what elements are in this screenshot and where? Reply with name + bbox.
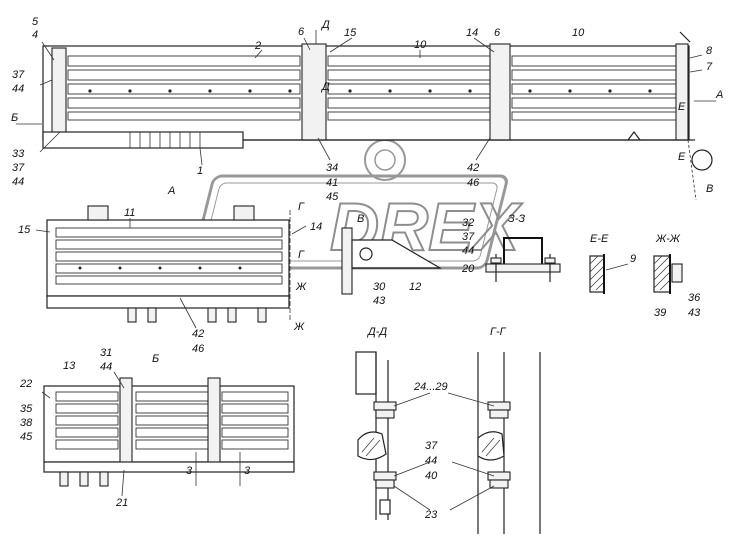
section-gg-callouts: Г-Г 24...29 37 44 40 23 <box>413 326 507 521</box>
section-zhzh-callouts: Ж-Ж 36 43 39 <box>654 233 701 319</box>
callout-32: 32 <box>462 217 474 229</box>
callout-9: 9 <box>630 253 636 265</box>
mark-zh-bottom: Ж <box>293 321 305 333</box>
callout-10a: 10 <box>414 39 427 51</box>
callout-34: 34 <box>326 162 338 174</box>
top-side-board-assembly <box>42 31 713 201</box>
callout-42: 42 <box>467 162 479 174</box>
callout-37b: 37 <box>12 162 25 174</box>
mark-3-left: 3 <box>186 465 193 477</box>
callout-44c: 44 <box>462 245 474 257</box>
callout-46b: 46 <box>192 343 205 355</box>
callout-46: 46 <box>467 177 480 189</box>
section-dd-title: Д-Д <box>366 326 387 338</box>
callout-13: 13 <box>63 360 76 372</box>
callout-44b: 44 <box>12 176 24 188</box>
section-ee-pad <box>589 254 605 294</box>
callout-42b: 42 <box>192 328 204 340</box>
callout-2: 2 <box>254 40 261 52</box>
section-dd-callouts: Д-Д <box>366 326 387 338</box>
callout-37d: 37 <box>425 440 438 452</box>
callout-14b: 14 <box>310 221 322 233</box>
view-a-title: А <box>167 185 175 197</box>
mark-d-bottom: Д <box>320 81 330 93</box>
callout-7: 7 <box>706 61 713 73</box>
mark-e-top: Е <box>678 101 686 113</box>
callout-44: 44 <box>12 83 24 95</box>
mark-3-right: 3 <box>244 465 251 477</box>
callout-38: 38 <box>20 417 33 429</box>
section-dd-gg-leaders <box>393 392 495 511</box>
callout-v: В <box>357 213 364 225</box>
callout-36: 36 <box>688 292 701 304</box>
callout-30: 30 <box>373 281 386 293</box>
section-ee-callouts: Е-Е 9 <box>590 233 636 271</box>
callout-45b: 45 <box>20 431 33 443</box>
callout-37c: 37 <box>462 231 475 243</box>
callout-43b: 43 <box>688 307 701 319</box>
view-b-title: Б <box>152 353 159 365</box>
section-dd <box>355 351 397 520</box>
section-gg <box>477 352 541 534</box>
callout-43: 43 <box>373 295 386 307</box>
callout-12: 12 <box>409 281 421 293</box>
mark-b-arrow-label: Б <box>11 112 18 124</box>
section-zhzh-title: Ж-Ж <box>655 233 681 245</box>
view-b-leaders <box>41 371 125 497</box>
top-leader-lines <box>16 30 716 166</box>
callout-15: 15 <box>344 27 357 39</box>
callout-8: 8 <box>706 45 713 57</box>
callout-39: 39 <box>654 307 666 319</box>
section-gg-title: Г-Г <box>490 326 507 338</box>
mark-g-bottom: Г <box>298 249 305 261</box>
view-b-board <box>43 377 295 487</box>
view-a-callouts: 11 15 14 42 46 Г Г Ж Ж <box>18 201 322 355</box>
callout-6b: 6 <box>494 27 501 39</box>
callout-10b: 10 <box>572 27 585 39</box>
callout-40: 40 <box>425 470 438 482</box>
mark-d-top: Д <box>320 19 330 31</box>
callout-20: 20 <box>461 263 475 275</box>
view-b-callouts: Б 13 31 44 22 35 38 45 21 3 3 <box>19 347 251 509</box>
callout-35: 35 <box>20 403 33 415</box>
callout-14: 14 <box>466 27 478 39</box>
section-33-title: З-З <box>508 213 525 225</box>
mark-g-top: Г <box>298 201 305 213</box>
section-zhzh-pad <box>653 254 683 294</box>
detail-v-bracket <box>341 227 443 295</box>
callout-44e: 44 <box>425 455 437 467</box>
mark-e-bottom: Е <box>678 151 686 163</box>
callout-37: 37 <box>12 69 25 81</box>
callout-33: 33 <box>12 148 25 160</box>
callout-11: 11 <box>124 207 135 219</box>
section-33-callouts: З-З 32 37 44 20 <box>461 213 525 275</box>
detail-v-callouts: В 30 43 12 <box>357 213 421 307</box>
section-33-clamp <box>485 237 561 282</box>
callout-15b: 15 <box>18 224 31 236</box>
callout-41: 41 <box>326 177 338 189</box>
callout-4: 4 <box>32 29 38 41</box>
mark-zh-top: Ж <box>295 281 307 293</box>
mark-v: В <box>706 183 713 195</box>
callout-44d: 44 <box>100 361 112 373</box>
top-view-callouts: 5 4 37 44 2 6 15 10 14 6 10 8 7 33 37 44… <box>11 16 723 203</box>
callout-21: 21 <box>115 497 128 509</box>
callout-6a: 6 <box>298 26 305 38</box>
callout-24-29: 24...29 <box>413 381 448 393</box>
callout-22: 22 <box>19 378 32 390</box>
view-a-board <box>46 205 291 323</box>
callout-23: 23 <box>424 509 438 521</box>
callout-1: 1 <box>197 165 203 177</box>
callout-31: 31 <box>100 347 112 359</box>
section-ee-title: Е-Е <box>590 233 609 245</box>
callout-45: 45 <box>326 191 339 203</box>
callout-5: 5 <box>32 16 39 28</box>
mark-a-arrow-label: А <box>715 89 723 101</box>
view-a-leaders <box>35 218 307 329</box>
